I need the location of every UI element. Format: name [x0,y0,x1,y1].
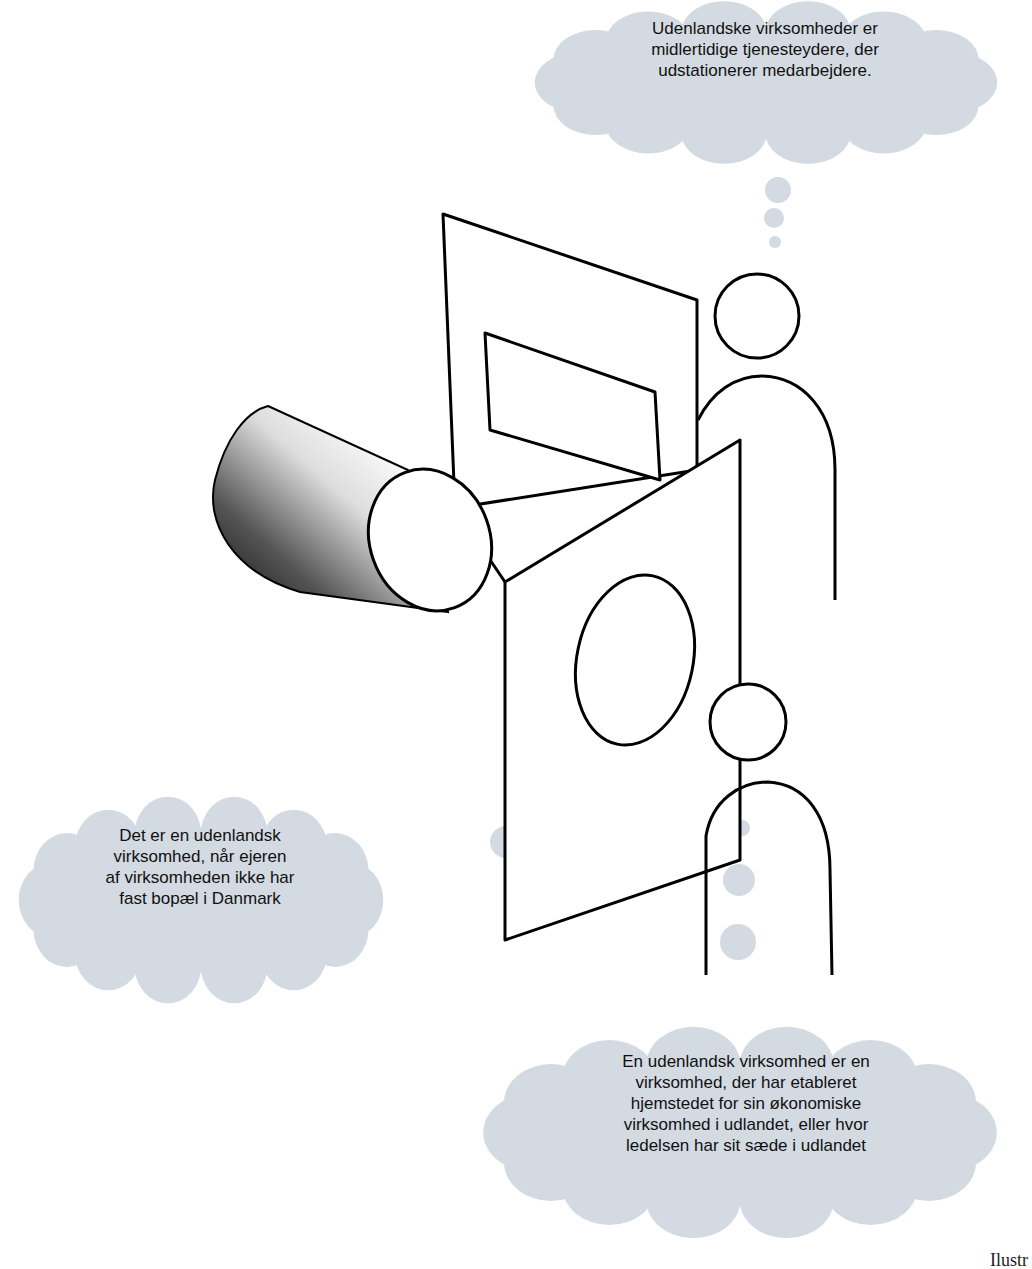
cloud-bump [260,915,327,991]
cloud-bump [882,1064,976,1141]
thought-bubble [764,208,784,228]
caption-fragment: Ilustr [990,1250,1028,1269]
cloud-bump [201,928,268,1004]
cloud-bump [134,928,201,1004]
thought-bubble [765,177,791,203]
cloud-text: Det er en udenlandsk virksomhed, når eje… [105,825,295,909]
cloud-bump [766,104,851,163]
cloud-bump [682,104,767,163]
cloud-bump [302,833,369,909]
cylinder-cap [349,452,511,628]
bottom-person [706,684,832,975]
thought-bubble [720,924,756,960]
cylinder [213,406,511,628]
thought-cloud: Det er en udenlandsk virksomhed, når eje… [15,795,387,1005]
cloud-bump [646,1161,740,1238]
thought-bubble [769,236,781,248]
thought-cloud: Udenlandske virksomheder er midlertidige… [530,0,1002,165]
cloud-bump [894,30,979,89]
panel-ellipse [560,564,709,756]
person-head [710,684,786,760]
cloud-text: En udenlandsk virksomhed er en virksomhe… [615,1051,877,1156]
thought-bubble [723,864,755,896]
thought-cloud: En udenlandsk virksomhed er en virksomhe… [478,1025,1002,1240]
panel [443,214,697,508]
person-head [715,274,799,358]
person-body [706,782,832,975]
cloud-bump [824,1148,918,1225]
cloud-text: Udenlandske virksomheder er midlertidige… [640,18,890,81]
cloud-bump [841,94,926,153]
cloud-bump [739,1161,833,1238]
panel-window [485,333,660,480]
